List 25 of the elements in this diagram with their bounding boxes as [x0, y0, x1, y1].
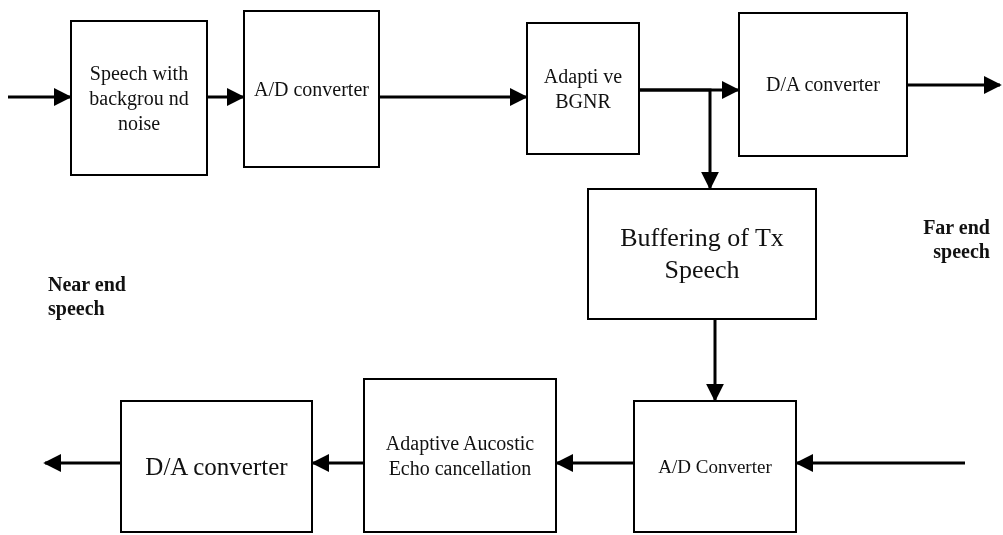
arrow — [706, 320, 724, 402]
process-box — [633, 400, 797, 533]
side-label: Near end speech — [48, 272, 127, 320]
box-label: D/A converter — [766, 72, 880, 97]
process-box — [738, 12, 908, 157]
arrow — [43, 454, 120, 472]
box-label: Adaptive Aucostic Echo cancellation — [384, 430, 536, 481]
arrow — [208, 88, 245, 106]
process-box — [363, 378, 557, 533]
arrow — [380, 88, 528, 106]
side-label: Far end speech — [922, 215, 990, 263]
box-label: D/A converter — [145, 451, 288, 482]
process-box — [120, 400, 313, 533]
arrow — [8, 88, 72, 106]
process-box — [526, 22, 640, 155]
box-label: Adapti ve BGNR — [542, 63, 624, 114]
process-box — [70, 20, 208, 176]
arrow — [640, 88, 719, 190]
process-box — [243, 10, 380, 168]
box-label: Buffering of Tx Speech — [619, 221, 785, 286]
box-label: A/D converter — [254, 76, 369, 102]
box-label: Speech with backgrou nd noise — [88, 60, 190, 136]
box-label: A/D Converter — [658, 454, 772, 479]
process-box — [587, 188, 817, 320]
arrow — [908, 76, 1002, 94]
